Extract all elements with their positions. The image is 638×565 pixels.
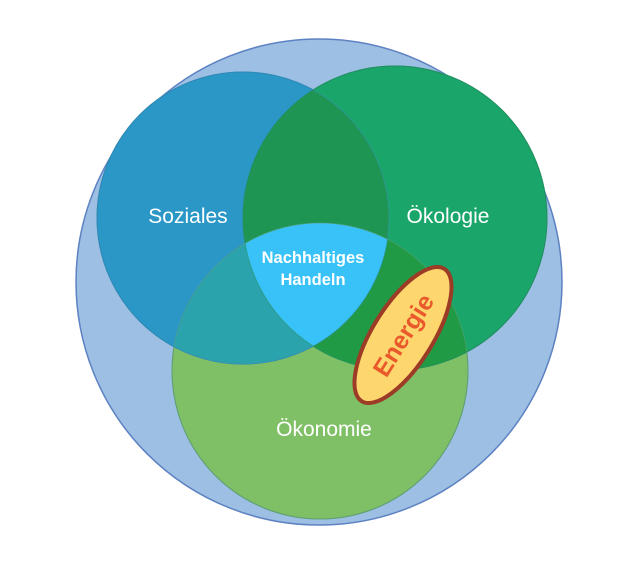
center-label-line1: Nachhaltiges — [262, 249, 365, 267]
energie-ellipse — [352, 264, 454, 406]
center-label-line2: Handeln — [280, 271, 345, 289]
soziales-label: Soziales — [148, 205, 227, 228]
oekologie-label: Ökologie — [407, 205, 490, 228]
oekonomie-label: Ökonomie — [276, 418, 372, 441]
soziales-oekonomie-overlap — [172, 223, 389, 364]
